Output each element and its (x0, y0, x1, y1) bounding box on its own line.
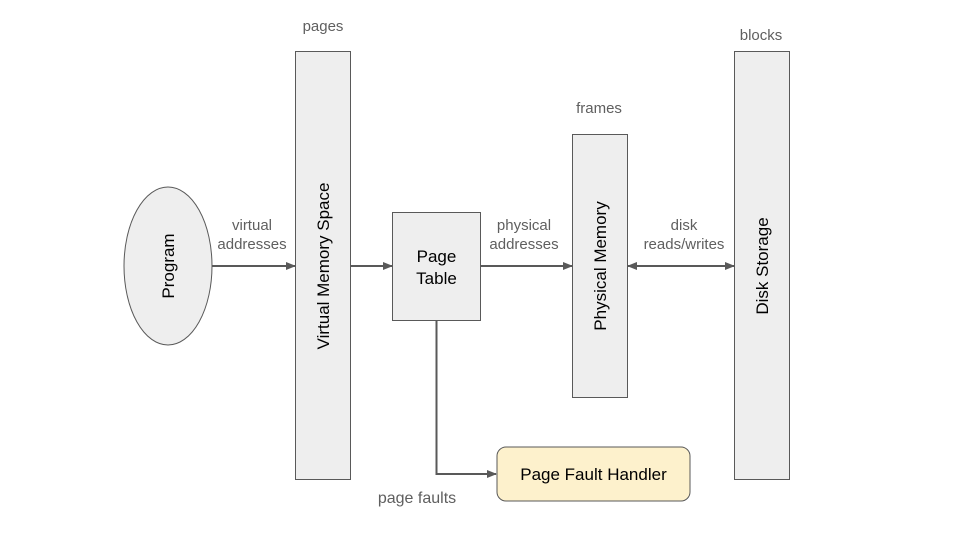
physical-memory-node: Physical Memory (572, 134, 628, 398)
virtual-addresses-label-line2: addresses (217, 236, 286, 253)
disk-storage-node: Disk Storage (734, 51, 790, 480)
edge-page-table-to-fault-handler (435, 321, 497, 478)
physical-addresses-label-line2: addresses (489, 236, 558, 253)
program-label: Program (159, 233, 178, 298)
pages-caption: pages (303, 18, 344, 35)
virtual-memory-node: Virtual Memory Space (295, 51, 351, 480)
physical-memory-label: Physical Memory (591, 201, 610, 331)
page-fault-handler-label: Page Fault Handler (520, 465, 667, 484)
page-fault-handler-node: Page Fault Handler (496, 446, 691, 502)
page-table-node: Page Table (392, 212, 481, 321)
program-node: Program (123, 186, 213, 346)
frames-caption: frames (576, 100, 622, 117)
disk-io-label-line1: disk (671, 217, 698, 234)
disk-io-label-line2: reads/writes (644, 236, 725, 253)
virtual-addresses-label-line1: virtual (232, 217, 272, 234)
physical-addresses-label-line1: physical (497, 217, 551, 234)
page-faults-label: page faults (378, 490, 456, 507)
disk-storage-label: Disk Storage (753, 217, 772, 314)
page-table-label-line1: Page (417, 247, 457, 266)
virtual-memory-label: Virtual Memory Space (314, 183, 333, 350)
blocks-caption: blocks (740, 27, 783, 44)
page-table-label-line2: Table (416, 269, 457, 288)
